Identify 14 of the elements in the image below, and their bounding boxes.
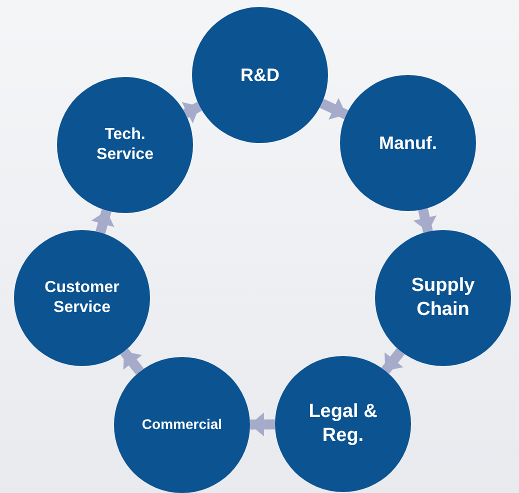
node-label: Manuf.: [378, 132, 438, 154]
arrow: [120, 348, 144, 375]
arrow: [320, 98, 348, 120]
node-label: Legal & Reg.: [308, 400, 378, 448]
arrow: [250, 412, 276, 436]
node-label: Tech. Service: [96, 125, 154, 165]
node-label: Customer Service: [44, 278, 120, 318]
arrow: [413, 208, 437, 233]
arrow: [182, 102, 202, 124]
node-label: Supply Chain: [410, 274, 476, 322]
node-label: R&D: [240, 64, 280, 86]
arrow: [381, 348, 405, 374]
node-label: Commercial: [140, 416, 224, 434]
arrow: [91, 209, 114, 234]
